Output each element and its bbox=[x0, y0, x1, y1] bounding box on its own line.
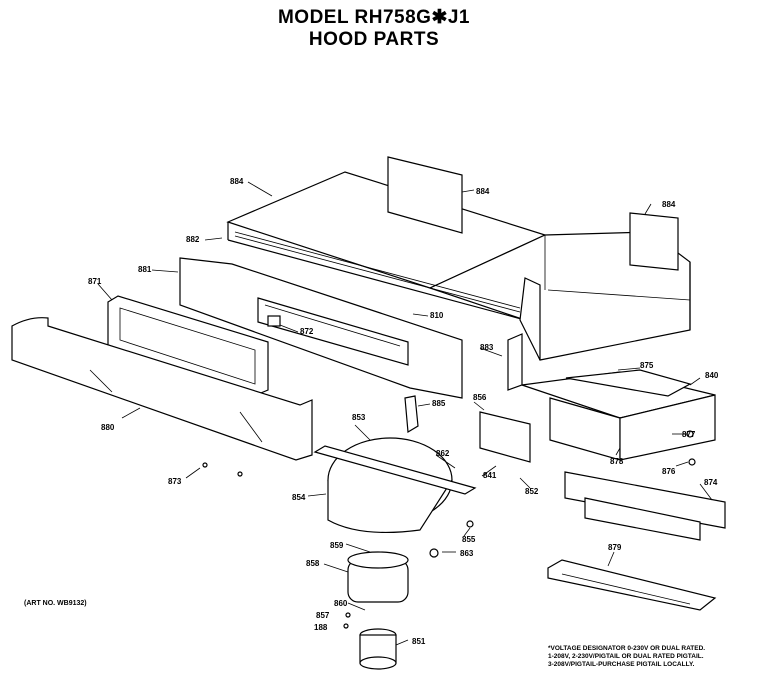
label-862: 862 bbox=[436, 449, 450, 458]
label-876: 876 bbox=[662, 467, 676, 476]
label-851: 851 bbox=[412, 637, 426, 646]
bracket-885 bbox=[404, 395, 419, 434]
inner-panel-881 bbox=[179, 257, 463, 399]
side-bracket-883 bbox=[507, 333, 523, 391]
model-title: MODEL RH758G✱J1 bbox=[277, 7, 471, 28]
label-857: 857 bbox=[316, 611, 330, 620]
label-852: 852 bbox=[525, 487, 539, 496]
channel-874 bbox=[564, 471, 726, 541]
label-858: 858 bbox=[306, 559, 320, 568]
label-882: 882 bbox=[186, 235, 200, 244]
label-872: 872 bbox=[300, 327, 314, 336]
label-841: 841 bbox=[483, 471, 497, 480]
label-885: 885 bbox=[432, 399, 446, 408]
label-840: 840 bbox=[705, 371, 719, 380]
duct-assembly-875 bbox=[521, 369, 716, 461]
label-884-rear: 884 bbox=[476, 187, 490, 196]
rear-panel-884 bbox=[387, 156, 679, 271]
label-874: 874 bbox=[704, 478, 718, 487]
art-number: (ART NO. WB9132) bbox=[24, 600, 87, 607]
label-810: 810 bbox=[430, 311, 444, 320]
label-855: 855 bbox=[462, 535, 476, 544]
label-884-side: 884 bbox=[662, 200, 676, 209]
label-860: 860 bbox=[334, 599, 348, 608]
label-884-top: 884 bbox=[230, 177, 244, 186]
label-873: 873 bbox=[168, 477, 182, 486]
hardware-pieces bbox=[202, 430, 696, 629]
label-871: 871 bbox=[88, 277, 102, 286]
footnote-line-3: 3-208V/PIGTAIL-PURCHASE PIGTAIL LOCALLY. bbox=[548, 661, 695, 668]
plate-856 bbox=[479, 411, 531, 463]
footnote-line-1: *VOLTAGE DESIGNATOR 0-230V OR DUAL RATED… bbox=[548, 645, 706, 652]
label-188: 188 bbox=[314, 623, 328, 632]
diagram-subtitle: HOOD PARTS bbox=[308, 29, 440, 50]
front-trim-880 bbox=[11, 317, 313, 461]
label-881: 881 bbox=[138, 265, 152, 274]
blower-housing bbox=[313, 437, 477, 534]
hood-body bbox=[226, 171, 691, 361]
label-853: 853 bbox=[352, 413, 366, 422]
footnote-line-2: 1-208V, 2-230V/PIGTAIL OR DUAL RATED PIG… bbox=[548, 653, 704, 660]
label-877: 877 bbox=[682, 430, 696, 439]
bottom-bracket-879 bbox=[547, 559, 717, 611]
label-883: 883 bbox=[480, 343, 494, 352]
label-879: 879 bbox=[608, 543, 622, 552]
label-875: 875 bbox=[640, 361, 654, 370]
label-854: 854 bbox=[292, 493, 306, 502]
voltage-footnote: *VOLTAGE DESIGNATOR 0-230V OR DUAL RATED… bbox=[548, 645, 705, 669]
label-863: 863 bbox=[460, 549, 474, 558]
label-878: 878 bbox=[610, 457, 624, 466]
leader-lines bbox=[97, 181, 713, 646]
blower-motor bbox=[347, 551, 409, 670]
label-880: 880 bbox=[101, 423, 115, 432]
label-859: 859 bbox=[330, 541, 344, 550]
label-856: 856 bbox=[473, 393, 487, 402]
